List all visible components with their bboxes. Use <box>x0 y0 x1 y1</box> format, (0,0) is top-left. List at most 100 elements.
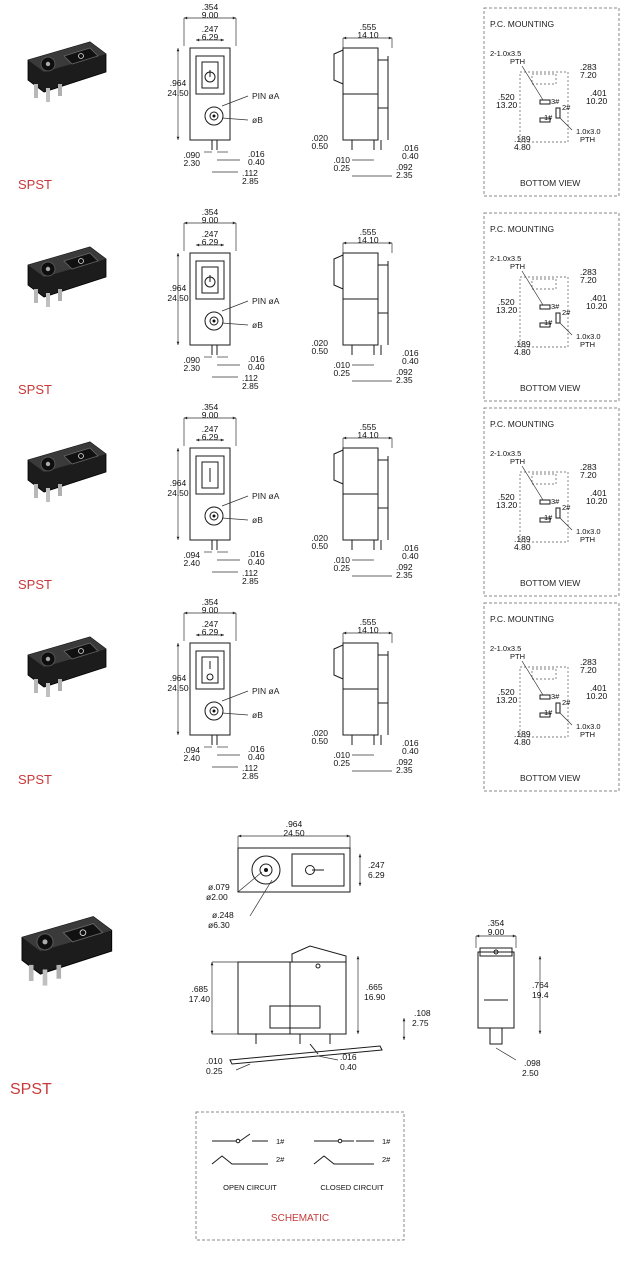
dim-label: .016 <box>402 348 419 358</box>
switch-terminal <box>58 289 62 301</box>
switch-terminal <box>46 488 50 502</box>
pcb-mounting-box: P.C. MOUNTING2-1.0x3.5PTH3#2#1#.2837.20.… <box>483 7 620 197</box>
row-type-label: SPST <box>18 577 52 592</box>
hole-label: 1.0x3.0 <box>576 722 601 731</box>
pad-3 <box>539 694 551 700</box>
pad-label: 3# <box>551 497 560 506</box>
hole-label: PTH <box>580 135 595 144</box>
dc-pin <box>45 461 51 467</box>
dim-label: .964 <box>170 673 187 683</box>
dim-label: 0.25 <box>333 758 350 768</box>
dim-label: .555 <box>360 227 377 237</box>
switch-terminal <box>58 679 62 691</box>
dim-label: 7.20 <box>580 275 597 285</box>
jack-inner <box>209 316 219 326</box>
leader <box>221 690 249 702</box>
pcb-outline <box>519 71 569 143</box>
hole-label: PTH <box>510 57 525 66</box>
dim-label: 7.20 <box>580 70 597 80</box>
dim-label: .665 <box>366 982 383 992</box>
pad-label: 3# <box>551 302 560 311</box>
end-cap <box>479 947 513 957</box>
arrowhead <box>356 1030 360 1034</box>
wire-2 <box>211 1155 268 1165</box>
dim-label: ø.248 <box>212 910 234 920</box>
dim-label: .283 <box>580 462 597 472</box>
arrowhead <box>176 643 180 647</box>
leader <box>317 1055 339 1061</box>
pcb-mounting-box: P.C. MOUNTING2-1.0x3.5PTH3#2#1#.2837.20.… <box>483 212 620 402</box>
pcb-plate <box>229 1045 383 1065</box>
leader <box>521 465 544 501</box>
dim-label: 0.25 <box>333 563 350 573</box>
dim-label: 24.50 <box>167 293 189 303</box>
dim-label: .283 <box>580 657 597 667</box>
dim-label: .092 <box>396 162 413 172</box>
dim-label: .010 <box>333 750 350 760</box>
rocker-inner <box>201 61 219 89</box>
dim-label: ø2.00 <box>206 892 228 902</box>
dim-label: .354 <box>202 207 219 217</box>
switch-terminal <box>46 683 50 697</box>
pad-label: 1# <box>544 318 553 327</box>
dim-label: 0.50 <box>311 736 328 746</box>
dim-label: .189 <box>514 339 531 349</box>
dim-label: 2.35 <box>396 375 413 385</box>
jack-inner <box>209 706 219 716</box>
dim-label: .964 <box>170 78 187 88</box>
arrowhead <box>358 882 362 886</box>
arrowhead <box>210 962 214 966</box>
dim-label: .354 <box>488 918 505 928</box>
end-terminal <box>489 1027 503 1045</box>
pcb-notch <box>531 278 557 290</box>
rocker-pivot <box>315 963 321 969</box>
leader <box>235 1063 251 1071</box>
leader <box>221 117 249 121</box>
jack-pin <box>212 709 216 713</box>
dim-label: 19.4 <box>532 990 549 1000</box>
dim-label: 16.90 <box>364 992 386 1002</box>
dim-label: .189 <box>514 729 531 739</box>
pad-label: 2# <box>562 698 571 707</box>
pcb-mounting-box: P.C. MOUNTING2-1.0x3.5PTH3#2#1#.2837.20.… <box>483 602 620 792</box>
arrowhead <box>220 243 224 247</box>
hole-label: PTH <box>510 457 525 466</box>
arrowhead <box>346 834 350 838</box>
base-block <box>269 1005 321 1029</box>
pcb-title: P.C. MOUNTING <box>490 419 554 429</box>
dim-label: .283 <box>580 267 597 277</box>
jack-inner <box>209 111 219 121</box>
dc-pin <box>42 939 48 945</box>
contact <box>337 1138 343 1144</box>
switch-terminal <box>56 964 62 979</box>
hole-label: PTH <box>580 535 595 544</box>
arrowhead <box>232 611 236 615</box>
row-type-label: SPST <box>18 382 52 397</box>
arrowhead <box>402 1018 406 1022</box>
dim-label: .010 <box>206 1056 223 1066</box>
switch-terminal <box>46 88 50 102</box>
switch-photo <box>27 441 107 502</box>
hole-label: PTH <box>510 262 525 271</box>
switch-terminal <box>58 484 62 496</box>
rocker-inner <box>201 266 219 294</box>
dim-label: 0.40 <box>248 362 265 372</box>
dim-label: .112 <box>242 168 258 178</box>
rocker-profile <box>333 644 344 680</box>
pcb-title: P.C. MOUNTING <box>490 614 554 624</box>
dim-label: 9.00 <box>202 215 219 225</box>
dim-label: 2.85 <box>242 381 259 391</box>
rocker-button <box>63 47 99 65</box>
jack-pin <box>212 114 216 118</box>
pcb-title: P.C. MOUNTING <box>490 224 554 234</box>
dim-label: .401 <box>590 88 607 98</box>
arrowhead <box>388 436 392 440</box>
arrowhead <box>176 536 180 540</box>
rocker-profile <box>333 49 344 85</box>
dim-label: 10.20 <box>586 496 608 506</box>
dim-label: 24.50 <box>167 488 189 498</box>
wire-2 <box>313 1155 374 1165</box>
